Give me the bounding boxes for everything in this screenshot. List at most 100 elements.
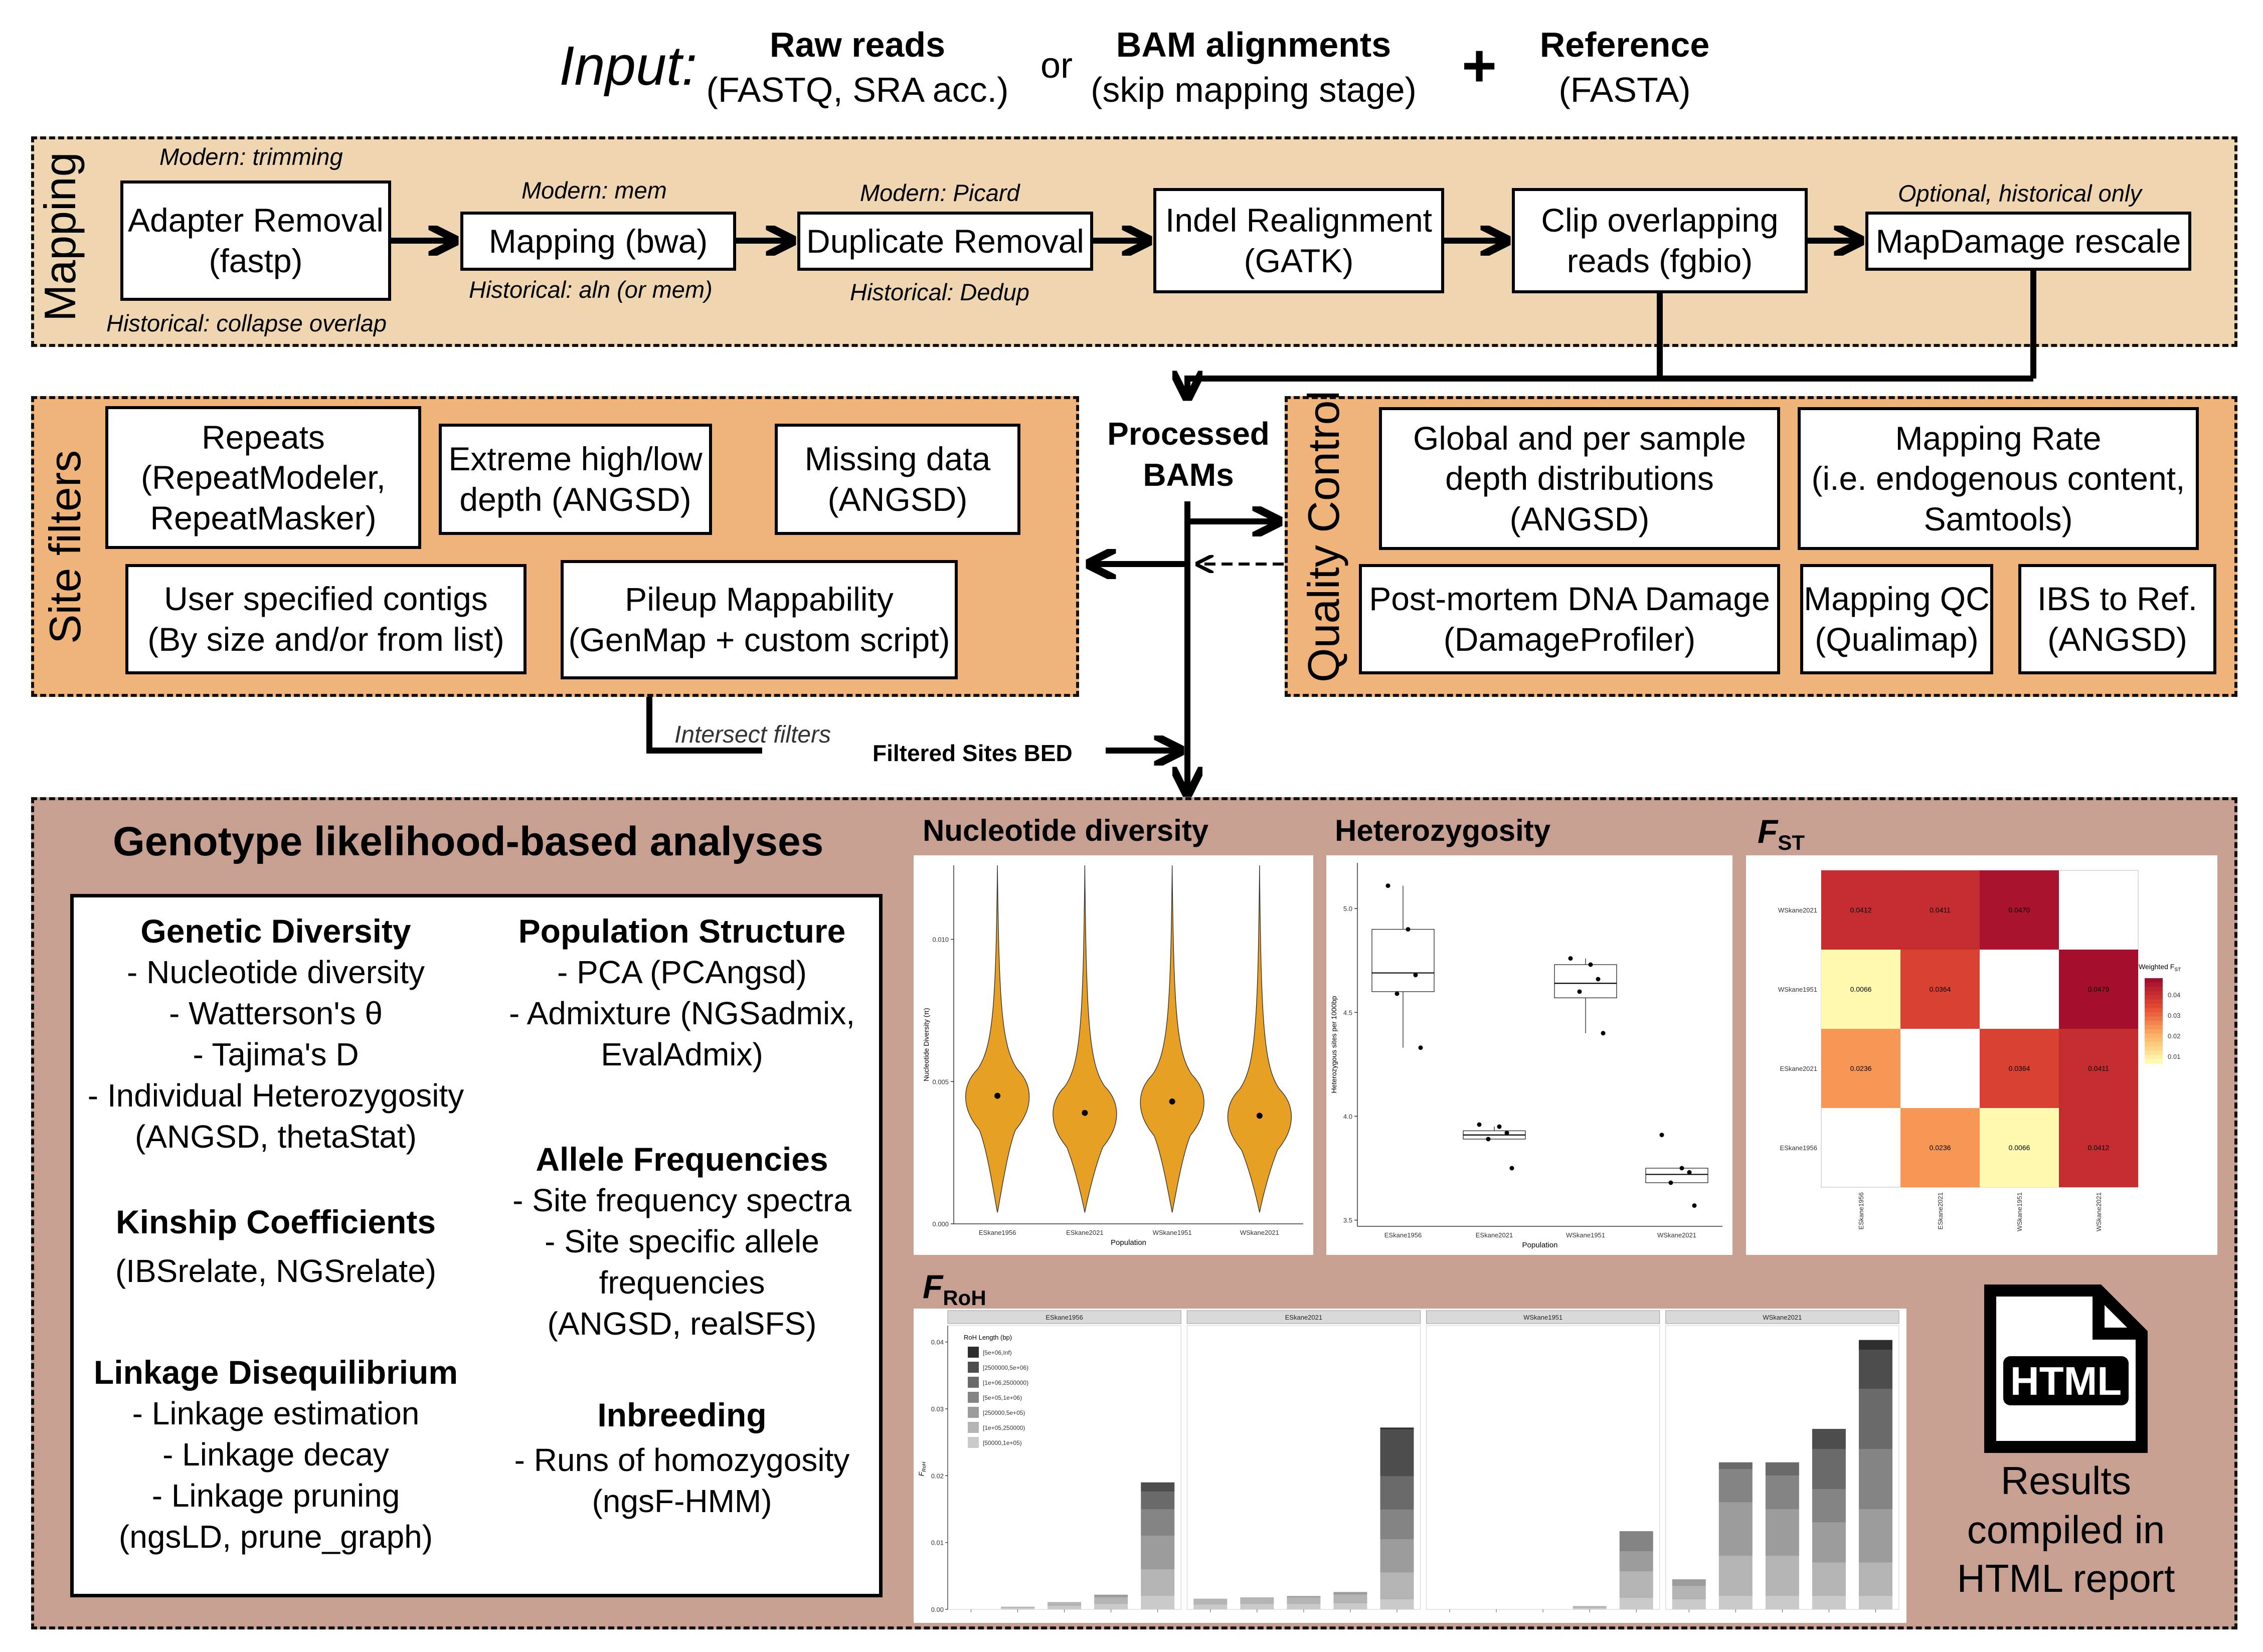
mapqc-line1: Mapping QC (1804, 580, 1990, 618)
linkage-head: Linkage Disequilibrium (93, 1354, 458, 1391)
froh-legend-label: [5e+06,Inf) (983, 1349, 1012, 1356)
froh-bar-segment (1094, 1597, 1128, 1604)
missing-line1: Missing data (804, 440, 991, 478)
froh-bar-segment (1141, 1569, 1175, 1596)
heatmap-cell (1900, 1108, 1980, 1187)
ld-item-2: - Linkage decay (162, 1436, 389, 1473)
froh-bar-segment (1765, 1509, 1799, 1556)
froh-title-main: F (923, 1268, 943, 1305)
froh-bar-segment (1333, 1603, 1367, 1609)
duplicate-removal-box: Duplicate Removal (797, 212, 1093, 271)
pileup-line1: Pileup Mappability (625, 581, 894, 618)
heatmap-legend-swatch (2145, 1004, 2163, 1009)
froh-bar-segment (1001, 1608, 1035, 1609)
heatmap-cell (1821, 870, 1900, 950)
froh-bar-segment (1812, 1429, 1846, 1449)
box-WSkane1951 (1554, 964, 1617, 998)
box-point (1418, 1045, 1423, 1050)
froh-bar-segment (1858, 1509, 1892, 1563)
box-point (1509, 1166, 1514, 1171)
heatmap-row-label: ESkane2021 (1780, 1065, 1817, 1072)
fst-title-main: F (1758, 813, 1778, 850)
froh-ytick-label: 0.01 (931, 1539, 944, 1547)
box-ytick-label: 4.5 (1343, 1009, 1352, 1016)
heatmap-cell-label: 0.0066 (2009, 1144, 2030, 1152)
processed-arrows (646, 501, 1278, 792)
heatmap-legend-tick: 0.04 (2168, 991, 2180, 999)
froh-facet-strip (947, 1310, 1181, 1324)
froh-ytick-label: 0.00 (931, 1606, 944, 1613)
froh-legend-swatch (968, 1392, 979, 1403)
froh-legend-swatch (968, 1347, 979, 1358)
violin-ESkane1956 (965, 865, 1030, 1213)
froh-bar-segment (1380, 1429, 1414, 1477)
inbreeding-head: Inbreeding (597, 1396, 767, 1433)
allele-frequencies-group: Allele Frequencies - Site frequency spec… (491, 1138, 873, 1345)
gd-item-4: - Individual Heterozygosity (87, 1077, 464, 1114)
froh-legend-swatch (968, 1422, 979, 1433)
froh-facet-label: ESkane1956 (1046, 1314, 1083, 1321)
box-xtick-label: WSkane1951 (1566, 1231, 1605, 1239)
froh-legend-label: [50000,1e+05) (983, 1439, 1022, 1446)
froh-bar-segment (1619, 1598, 1653, 1609)
heatmap-cell (1821, 1029, 1900, 1108)
heatmap-legend-swatch (2145, 1055, 2163, 1060)
pileup-line2: (GenMap + custom script) (568, 621, 950, 658)
box-point (1395, 991, 1400, 996)
heatmap-legend-swatch (2145, 1025, 2163, 1030)
ld-item-1: - Linkage estimation (132, 1395, 420, 1432)
froh-facet-strip (1665, 1310, 1899, 1324)
damage-line1: Post-mortem DNA Damage (1369, 580, 1770, 618)
heatmap-cell-label: 0.0411 (1930, 906, 1951, 914)
box-point (1687, 1170, 1692, 1175)
violin-ytick-label: 0.000 (932, 1220, 949, 1228)
froh-legend-title: RoH Length (bp) (964, 1334, 1012, 1341)
genetic-diversity-group: Genetic Diversity - Nucleotide diversity… (80, 910, 471, 1158)
gd-item-3: - Tajima's D (193, 1036, 359, 1073)
violin-xtick-label: WSkane1951 (1153, 1229, 1192, 1236)
heatmap-legend-swatch (2145, 1008, 2163, 1013)
froh-bar-segment (1141, 1492, 1175, 1509)
froh-bar-segment (1858, 1340, 1892, 1350)
raw-reads: Raw reads (FASTQ, SRA acc.) (692, 23, 1023, 112)
processed-bams: Processed BAMs (1093, 414, 1284, 496)
froh-facet-strip (1426, 1310, 1660, 1324)
froh-bar-segment (1573, 1608, 1607, 1609)
froh-legend-swatch (968, 1437, 979, 1448)
froh-bar-segment (1141, 1596, 1175, 1609)
heatmap-cell-label: 0.0479 (2088, 985, 2110, 993)
box-ESkane1956 (1371, 929, 1435, 992)
mapping-note-top-2: Modern: mem (521, 177, 667, 204)
heatmap-cell (1821, 950, 1900, 1029)
ibs-line2: (ANGSD) (2047, 621, 2187, 658)
processed-line2: BAMs (1143, 456, 1234, 493)
mapping-note-bottom-1: Historical: collapse overlap (106, 310, 387, 336)
violin-xtick-label: ESkane2021 (1066, 1229, 1103, 1236)
heatmap-cell-label: 0.0364 (2009, 1064, 2030, 1072)
froh-bar-segment (1380, 1427, 1414, 1430)
box-point (1406, 927, 1411, 932)
box-point (1504, 1131, 1509, 1136)
heatmap-row-label: WSkane1951 (1778, 986, 1817, 993)
heatmap-cell-label: 0.0066 (1850, 985, 1872, 993)
heatmap-cell (1900, 950, 1980, 1029)
population-structure-group: Population Structure - PCA (PCAngsd) - A… (491, 910, 873, 1075)
duplicate-removal-line1: Duplicate Removal (806, 222, 1084, 260)
box-point (1692, 1203, 1697, 1208)
mapdamage-box: MapDamage rescale (1865, 212, 2191, 271)
froh-legend-label: [2500000,5e+06) (983, 1364, 1028, 1371)
repeats-line3: RepeatMasker) (150, 499, 377, 536)
froh-title-sub: RoH (943, 1286, 986, 1310)
heatmap-cell (2059, 1108, 2138, 1187)
repeats-line2: (RepeatModeler, (141, 459, 386, 496)
froh-bar-segment (1287, 1597, 1321, 1604)
ps-item-3: EvalAdmix) (601, 1036, 763, 1073)
results-report-text: Results compiled in HTML report (1926, 1456, 2206, 1603)
froh-bar-segment (1672, 1599, 1706, 1609)
heterozygosity-title: Heterozygosity (1335, 814, 1551, 847)
ibs-line1: IBS to Ref. (2037, 580, 2198, 618)
clip-overlapping-box: Clip overlapping reads (fgbio) (1512, 188, 1808, 293)
mapping-note-bottom-3: Historical: Dedup (850, 279, 1029, 305)
